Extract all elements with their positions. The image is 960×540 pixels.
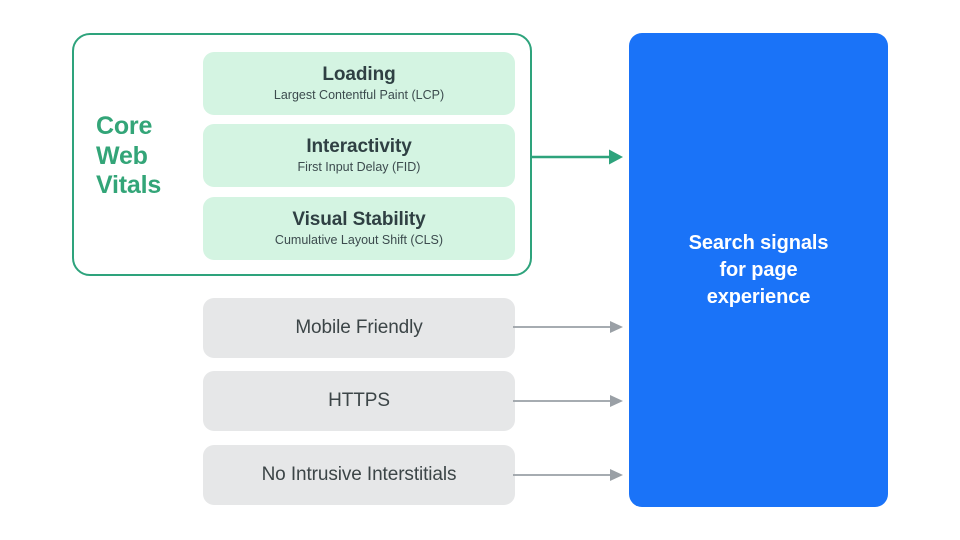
metric-title: Loading: [322, 63, 396, 85]
metric-title: Visual Stability: [292, 208, 426, 230]
signal-card-https[interactable]: HTTPS: [203, 371, 515, 431]
core-web-vitals-label: Core Web Vitals: [96, 112, 162, 199]
metric-title: Interactivity: [306, 135, 412, 157]
interstitials-arrow-icon: [513, 469, 623, 481]
metric-card-loading[interactable]: Loading Largest Contentful Paint (LCP): [203, 52, 515, 115]
metric-subtitle: Largest Contentful Paint (LCP): [273, 88, 445, 103]
signal-title: Mobile Friendly: [295, 317, 423, 338]
metric-card-visual-stability[interactable]: Visual Stability Cumulative Layout Shift…: [203, 197, 515, 260]
signal-title: HTTPS: [328, 390, 390, 411]
search-signals-title: Search signals for page experience: [688, 231, 829, 308]
signal-title: No Intrusive Interstitials: [261, 464, 457, 485]
core-web-vitals-arrow-icon: [530, 149, 623, 165]
metric-card-interactivity[interactable]: Interactivity First Input Delay (FID): [203, 124, 515, 187]
mobile-friendly-arrow-icon: [513, 321, 623, 333]
metric-subtitle: Cumulative Layout Shift (CLS): [274, 233, 444, 248]
signal-card-no-intrusive-interstitials[interactable]: No Intrusive Interstitials: [203, 445, 515, 505]
https-arrow-icon: [513, 395, 623, 407]
search-signals-panel: Search signals for page experience: [629, 33, 888, 507]
metric-subtitle: First Input Delay (FID): [297, 160, 421, 175]
signal-card-mobile-friendly[interactable]: Mobile Friendly: [203, 298, 515, 358]
